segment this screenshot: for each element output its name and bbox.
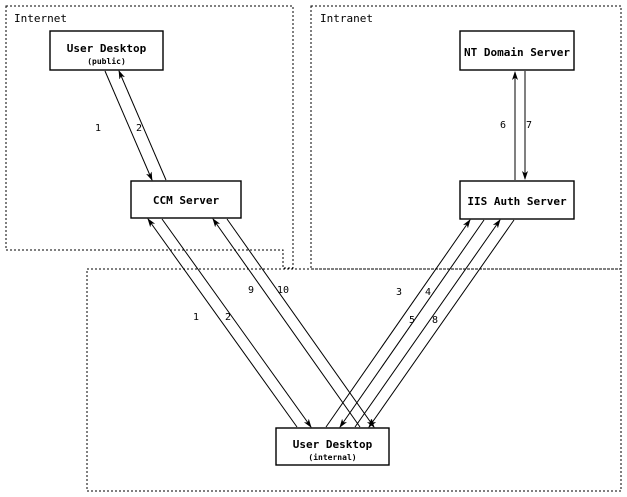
node-box-iis-auth-server[interactable]: [459, 180, 575, 220]
node-nt-domain-server[interactable]: NT Domain Server: [459, 30, 575, 71]
zone-boundaries: [5, 5, 622, 492]
node-label-iis-auth-server: IIS Auth Server: [467, 195, 567, 208]
node-box-ccm-server[interactable]: [130, 180, 242, 219]
flow-group-internal-ccm-a: [147, 218, 312, 428]
step-label-1-internal: 1: [193, 312, 199, 323]
step-label-7: 7: [526, 120, 532, 131]
flow-line-step-9: [212, 218, 361, 428]
flow-group-iis-nt: [512, 71, 528, 180]
zone-label-intranet: Intranet: [320, 12, 373, 25]
flow-line-step-1-internal: [147, 218, 298, 428]
zone-internal-border: [86, 268, 622, 492]
node-iis-auth-server[interactable]: IIS Auth Server: [459, 180, 575, 220]
flow-line-step-5: [354, 219, 501, 428]
node-sublabel-user-desktop-internal: (internal): [308, 452, 356, 462]
node-label-ccm-server: CCM Server: [153, 194, 220, 207]
node-box-nt-domain-server[interactable]: [459, 30, 575, 71]
node-label-user-desktop-public: User Desktop: [67, 42, 147, 55]
step-label-2-internal: 2: [225, 312, 231, 323]
step-label-9: 9: [248, 285, 254, 296]
node-user-desktop-public[interactable]: User Desktop (public): [49, 30, 164, 71]
zone-label-internet: Internet: [14, 12, 67, 25]
flow-line-step-10: [226, 218, 375, 428]
node-user-desktop-internal[interactable]: User Desktop (internal): [275, 427, 390, 466]
step-label-8: 8: [432, 315, 438, 326]
flow-group-internal-iis-b: [354, 219, 515, 428]
flow-line-step-4: [339, 219, 485, 428]
flow-line-step-2-internal: [161, 218, 312, 428]
flow-group-public-ccm: [104, 70, 167, 181]
zone-labels: Internet Intranet: [14, 12, 373, 25]
step-label-3: 3: [396, 287, 402, 298]
step-label-6: 6: [500, 120, 506, 131]
node-ccm-server[interactable]: CCM Server: [130, 180, 242, 219]
node-label-nt-domain-server: NT Domain Server: [464, 46, 570, 59]
step-labels: 1 2 1 2 3 4 5 8 6 7 9 10: [95, 120, 532, 326]
node-label-user-desktop-internal: User Desktop: [293, 438, 373, 451]
node-box-user-desktop-internal[interactable]: [275, 427, 390, 466]
node-sublabel-user-desktop-public: (public): [87, 56, 126, 66]
flow-line-step-1-public: [104, 70, 153, 181]
step-label-1-public: 1: [95, 123, 101, 134]
flow-line-step-3: [325, 219, 471, 428]
step-label-2-public: 2: [136, 123, 142, 134]
flow-group-internal-iis-a: [325, 219, 485, 428]
zone-internet-border: [5, 5, 294, 269]
node-box-user-desktop-public[interactable]: [49, 30, 164, 71]
flow-group-internal-ccm-b: [212, 218, 375, 428]
flow-line-step-2-public: [118, 70, 167, 181]
flow-line-step-8: [368, 219, 515, 428]
step-label-5: 5: [409, 315, 415, 326]
step-label-4: 4: [425, 287, 431, 298]
step-label-10: 10: [277, 285, 289, 296]
